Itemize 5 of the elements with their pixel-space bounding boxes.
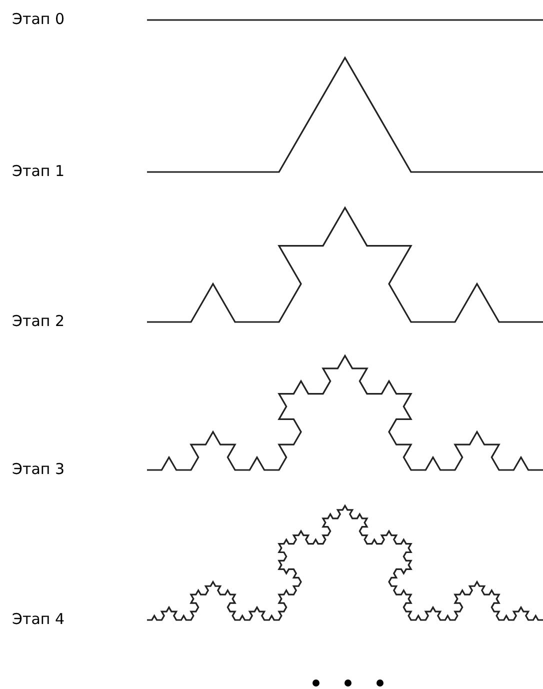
stage-label: Этап 1 bbox=[12, 162, 65, 180]
stage-label: Этап 3 bbox=[12, 460, 65, 478]
stage-label: Этап 0 bbox=[12, 10, 65, 28]
stage-label: Этап 4 bbox=[12, 610, 65, 628]
stage-label: Этап 2 bbox=[12, 312, 65, 330]
